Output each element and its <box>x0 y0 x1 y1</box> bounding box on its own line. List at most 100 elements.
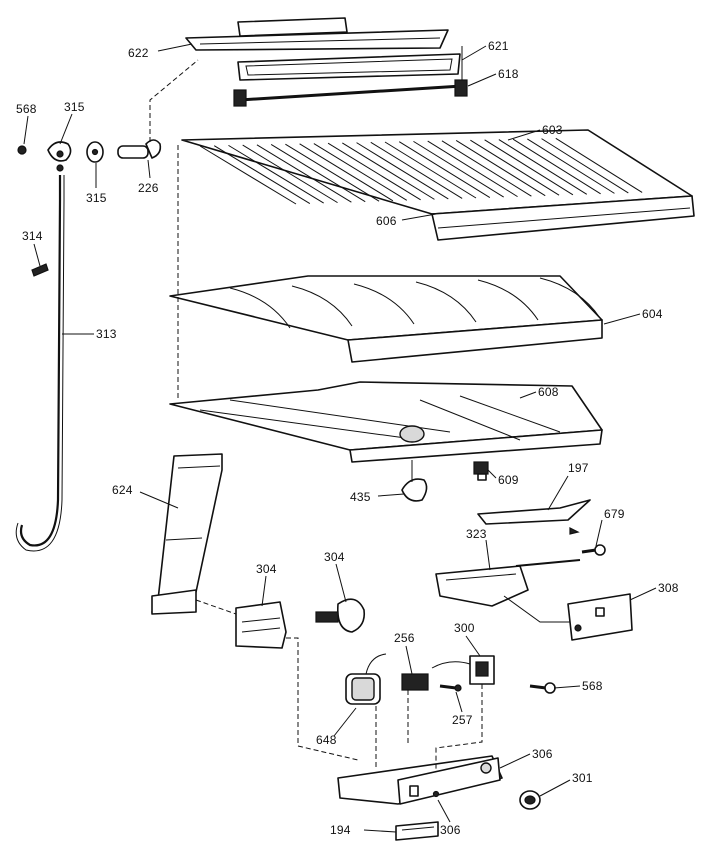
shelf-603-rib <box>384 141 477 199</box>
shelf-603-rib <box>455 140 546 197</box>
shelf-603-rib <box>213 145 311 204</box>
callout-197: 197 <box>568 461 589 475</box>
shelf-603-rib <box>313 143 408 201</box>
shelf-603-rib <box>427 140 518 198</box>
callout-labels: 622 621 618 568 315 315 226 603 606 314 … <box>16 39 679 837</box>
callout-568-top: 568 <box>16 102 37 116</box>
callout-648: 648 <box>316 733 337 747</box>
leader-304-to-306 <box>286 637 359 761</box>
part-568-screw <box>17 145 27 155</box>
shelf-603-rib <box>527 138 615 194</box>
shelf-603-rib <box>270 144 366 203</box>
callout-313: 313 <box>96 327 117 341</box>
shelf-603-rib <box>555 137 643 193</box>
shelf-603-rib <box>370 141 463 199</box>
callout-306-right: 306 <box>532 747 553 761</box>
shelf-603-rib <box>498 139 588 195</box>
callout-314: 314 <box>22 229 43 243</box>
leader-226-to-628 <box>149 59 199 142</box>
callout-304-left: 304 <box>256 562 277 576</box>
shelf-603-rib <box>441 140 532 197</box>
shelf-604-rib <box>291 285 353 327</box>
callout-679: 679 <box>604 507 625 521</box>
leader-300-to-306 <box>435 684 483 770</box>
callout-315-bottom: 315 <box>86 191 107 205</box>
part-568-screw-lower <box>529 682 556 694</box>
shelf-603-rib <box>342 142 435 200</box>
part-648-motor <box>345 653 387 705</box>
shelf-603-rib <box>327 142 421 201</box>
part-300-relay <box>431 655 495 685</box>
callout-300: 300 <box>454 621 475 635</box>
part-621-frame <box>237 53 461 81</box>
callout-621: 621 <box>488 39 509 53</box>
callout-226: 226 <box>138 181 159 195</box>
part-256-switch <box>401 673 429 746</box>
callout-609: 609 <box>498 473 519 487</box>
shelf-603-rib <box>413 140 504 198</box>
part-323-bracket <box>435 559 581 607</box>
part-609-clip <box>473 461 489 481</box>
callout-568-lower: 568 <box>582 679 603 693</box>
shelf-603-rib <box>299 143 394 202</box>
callout-618: 618 <box>498 67 519 81</box>
shelf-603-rib <box>512 138 601 195</box>
shelf-603-rib <box>484 139 574 196</box>
callout-301: 301 <box>572 771 593 785</box>
callout-323: 323 <box>466 527 487 541</box>
part-618-rod <box>233 46 468 107</box>
part-313-tube <box>15 164 65 552</box>
callout-315-top: 315 <box>64 100 85 114</box>
shelf-603-rib <box>398 141 491 198</box>
part-304-bracket-left <box>235 601 287 649</box>
shelf-603-rib <box>356 142 449 200</box>
part-306-housing <box>337 755 503 805</box>
shelf-603-rib <box>228 144 324 204</box>
callout-256: 256 <box>394 631 415 645</box>
callout-604: 604 <box>642 307 663 321</box>
callout-306-bottom: 306 <box>440 823 461 837</box>
callout-603: 603 <box>542 123 563 137</box>
shelf-604-rib <box>539 277 601 319</box>
part-314-clip <box>31 263 49 277</box>
callout-606: 606 <box>376 214 397 228</box>
leader-323-to-308 <box>503 595 570 623</box>
part-315-washer <box>86 141 104 163</box>
part-197-spring <box>477 499 591 535</box>
shelf-603-rib <box>242 144 338 204</box>
callout-308: 308 <box>658 581 679 595</box>
callout-304-middle: 304 <box>324 550 345 564</box>
shelf-603-rib <box>199 145 297 205</box>
leader-lines <box>23 43 657 833</box>
part-622-housing <box>185 17 449 51</box>
part-435-knob <box>401 460 428 502</box>
part-604-shelf <box>169 275 603 363</box>
part-624-sleeve <box>151 453 223 615</box>
part-301-knob <box>519 790 541 810</box>
callout-257: 257 <box>452 713 473 727</box>
part-226-shaft <box>117 139 162 159</box>
shelf-604-rib <box>477 279 539 321</box>
part-308-plate <box>567 593 633 641</box>
shelf-603-rib <box>285 143 380 202</box>
part-603-shelf <box>181 129 695 241</box>
shelf-604-rib <box>415 281 477 323</box>
callout-622: 622 <box>128 46 149 60</box>
part-257-screw <box>439 684 462 692</box>
callout-624: 624 <box>112 483 133 497</box>
part-304-thermostat <box>315 598 366 633</box>
part-608-tray <box>169 381 603 463</box>
part-194-bezel <box>395 821 439 841</box>
shelf-603-rib <box>470 139 560 196</box>
callout-608: 608 <box>538 385 559 399</box>
part-679-screw <box>581 544 606 556</box>
shelf-604-rib <box>353 283 415 325</box>
shelf-603-rib <box>256 144 352 203</box>
part-315-bracket <box>47 141 72 162</box>
shelf-604-rib <box>229 287 291 329</box>
shelf-603-rib <box>541 138 629 194</box>
leader-624-to-304 <box>195 599 237 615</box>
callout-194: 194 <box>330 823 351 837</box>
callout-435: 435 <box>350 490 371 504</box>
